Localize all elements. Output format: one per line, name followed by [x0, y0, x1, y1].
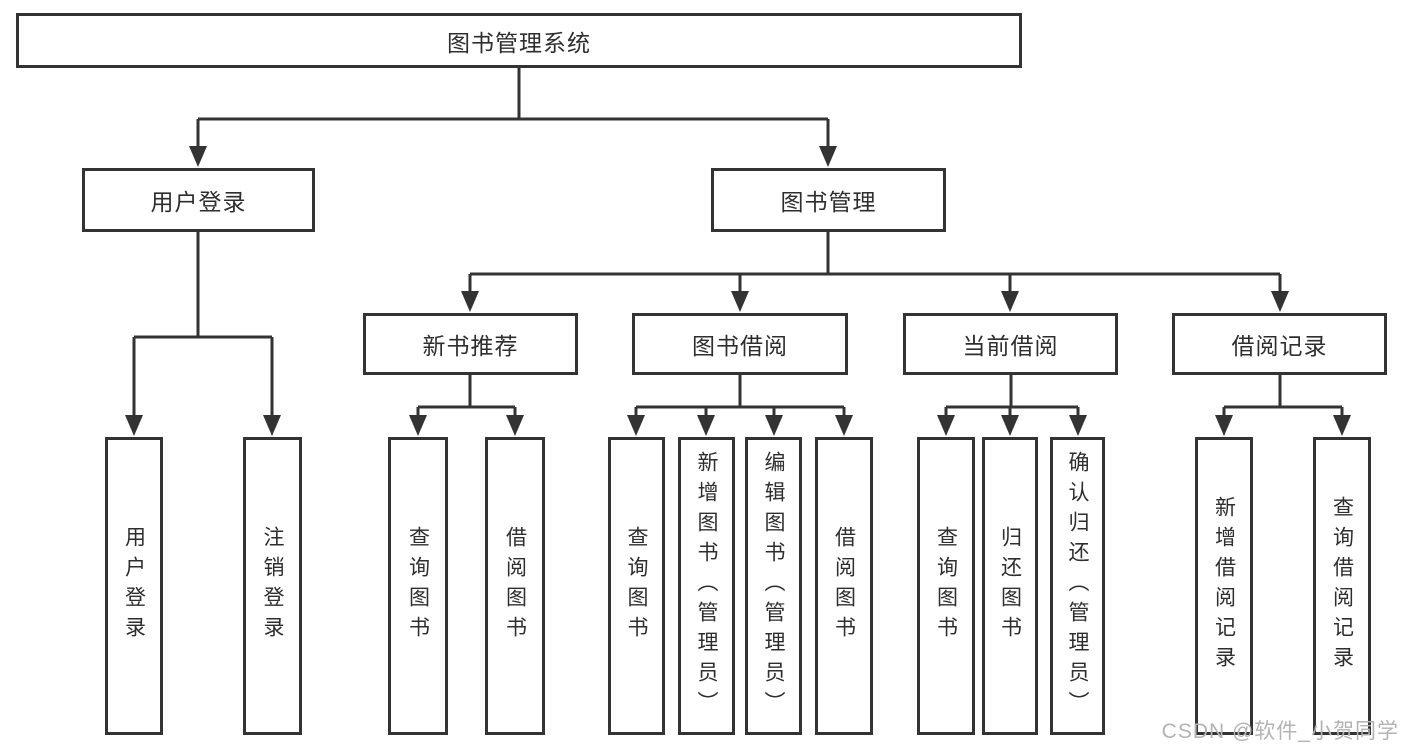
- leaf-user-login: 用户登录: [105, 437, 163, 735]
- leaf-records-query-record-label: 查询借阅记录: [1330, 496, 1354, 676]
- leaf-borrow-add-book: 新增图书（管理员）: [678, 437, 735, 735]
- leaf-newrec-borrow-book: 借阅图书: [485, 437, 545, 735]
- node-borrow-records: 借阅记录: [1172, 313, 1387, 375]
- node-new-book-rec: 新书推荐: [363, 313, 578, 375]
- node-root-label: 图书管理系统: [447, 29, 591, 56]
- leaf-current-return-book: 归还图书: [982, 437, 1038, 735]
- leaf-borrow-edit-book: 编辑图书（管理员）: [745, 437, 802, 735]
- node-book-borrow: 图书借阅: [632, 313, 848, 375]
- node-borrow-records-label: 借阅记录: [1231, 333, 1328, 359]
- node-book-borrow-label: 图书借阅: [692, 333, 788, 359]
- csdn-watermark: CSDN @软件_小贺同学: [1161, 720, 1399, 743]
- leaf-borrow-edit-book-label: 编辑图书（管理员）: [762, 451, 786, 721]
- node-current-borrow: 当前借阅: [903, 313, 1118, 375]
- leaf-borrow-add-book-label: 新增图书（管理员）: [695, 451, 719, 721]
- leaf-user-login-label: 用户登录: [122, 526, 146, 646]
- leaf-borrow-borrow-book: 借阅图书: [815, 437, 873, 735]
- leaf-newrec-query-book-label: 查询图书: [406, 526, 430, 646]
- node-root: 图书管理系统: [16, 13, 1022, 68]
- leaf-borrow-query-book: 查询图书: [608, 437, 665, 735]
- leaf-current-confirm-return: 确认归还（管理员）: [1050, 437, 1105, 735]
- node-user-login: 用户登录: [82, 168, 315, 232]
- leaf-borrow-query-book-label: 查询图书: [625, 526, 649, 646]
- leaf-current-query-book: 查询图书: [917, 437, 975, 735]
- node-book-mgmt: 图书管理: [711, 168, 946, 232]
- leaf-current-query-book-label: 查询图书: [934, 526, 958, 646]
- node-current-borrow-label: 当前借阅: [962, 333, 1059, 359]
- leaf-newrec-query-book: 查询图书: [388, 437, 448, 735]
- node-user-login-label: 用户登录: [150, 189, 247, 215]
- leaf-records-add-record-label: 新增借阅记录: [1212, 496, 1236, 676]
- leaf-borrow-borrow-book-label: 借阅图书: [832, 526, 856, 646]
- leaf-current-confirm-return-label: 确认归还（管理员）: [1066, 451, 1090, 721]
- leaf-records-query-record: 查询借阅记录: [1313, 437, 1371, 735]
- node-new-book-rec-label: 新书推荐: [422, 333, 519, 359]
- leaf-current-return-book-label: 归还图书: [998, 526, 1022, 646]
- node-book-mgmt-label: 图书管理: [780, 189, 877, 215]
- leaf-records-add-record: 新增借阅记录: [1195, 437, 1253, 735]
- leaf-newrec-borrow-book-label: 借阅图书: [503, 526, 527, 646]
- leaf-logout-label: 注销登录: [261, 526, 285, 646]
- leaf-logout: 注销登录: [243, 437, 302, 735]
